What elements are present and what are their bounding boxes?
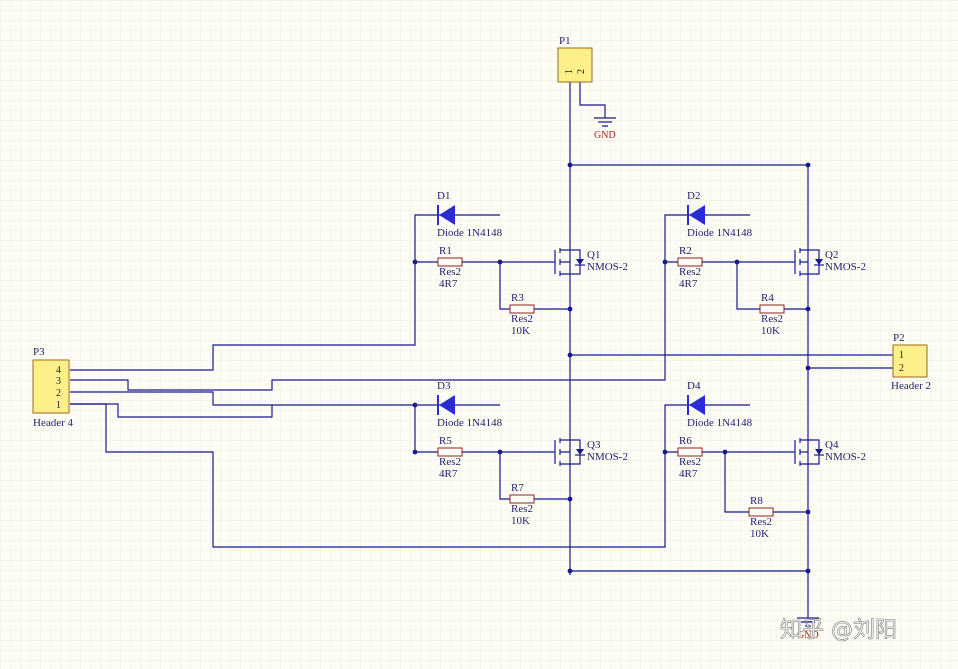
diode-d4[interactable]: D4 Diode 1N4148 (687, 380, 753, 429)
q2-designator: Q2 (825, 249, 838, 261)
p2-comment: Header 2 (891, 380, 931, 392)
q1-designator: Q1 (587, 249, 600, 261)
connector-p1[interactable]: P1 1 2 (557, 35, 593, 83)
p2-pin-2: 2 (899, 363, 904, 374)
junction-dots (412, 162, 811, 574)
resistor-r1[interactable]: R1 Res2 4R7 (437, 245, 463, 290)
r1-type: Res2 (439, 266, 461, 278)
mosfet-q3[interactable]: Q3 NMOS-2 (554, 438, 628, 466)
p3-pin-4: 4 (56, 365, 61, 376)
r4-designator: R4 (761, 292, 774, 304)
connector-p3[interactable]: P3 4 3 2 1 Header 4 (32, 346, 74, 429)
p3-pin-1: 1 (56, 400, 61, 411)
r7-type: Res2 (511, 503, 533, 515)
p3-pin-3: 3 (56, 376, 61, 387)
r3-designator: R3 (511, 292, 524, 304)
r5-value: 4R7 (439, 468, 458, 480)
resistor-r3[interactable]: R3 Res2 10K (509, 292, 535, 337)
p3-comment: Header 4 (33, 417, 74, 429)
r6-type: Res2 (679, 456, 701, 468)
q4-comment: NMOS-2 (825, 451, 866, 463)
p1-designator: P1 (559, 35, 571, 47)
resistor-r4[interactable]: R4 Res2 10K (759, 292, 785, 337)
p2-pin-1: 1 (899, 350, 904, 361)
r8-value: 10K (750, 528, 769, 540)
q3-designator: Q3 (587, 439, 601, 451)
r4-type: Res2 (761, 313, 783, 325)
wires (70, 82, 895, 618)
p2-designator: P2 (893, 332, 905, 344)
r6-designator: R6 (679, 435, 692, 447)
r6-value: 4R7 (679, 468, 698, 480)
d2-designator: D2 (687, 190, 700, 202)
r5-type: Res2 (439, 456, 461, 468)
p3-designator: P3 (33, 346, 45, 358)
mosfet-q4[interactable]: Q4 NMOS-2 (794, 438, 866, 466)
r8-type: Res2 (750, 516, 772, 528)
resistor-r7[interactable]: R7 Res2 10K (509, 482, 535, 527)
gnd-label-bottom: GND (797, 630, 819, 641)
p3-pin-2: 2 (56, 388, 61, 399)
gnd-symbol-top: GND (594, 117, 616, 141)
mosfet-q2[interactable]: Q2 NMOS-2 (794, 248, 866, 276)
mosfet-q1[interactable]: Q1 NMOS-2 (554, 248, 628, 276)
q4-designator: Q4 (825, 439, 839, 451)
r7-designator: R7 (511, 482, 524, 494)
r3-type: Res2 (511, 313, 533, 325)
q3-comment: NMOS-2 (587, 451, 628, 463)
resistor-r8[interactable]: R8 Res2 10K (748, 495, 774, 540)
connector-p2[interactable]: P2 1 2 Header 2 (891, 332, 931, 392)
d1-designator: D1 (437, 190, 450, 202)
r3-value: 10K (511, 325, 530, 337)
r2-designator: R2 (679, 245, 692, 257)
watermark: 知乎 @刘阳 (780, 618, 897, 643)
r1-value: 4R7 (439, 278, 458, 290)
diode-d3[interactable]: D3 Diode 1N4148 (437, 380, 503, 429)
r8-designator: R8 (750, 495, 763, 507)
gnd-symbol-bottom: GND (797, 617, 819, 641)
p1-pin-1: 1 (564, 69, 575, 74)
r2-value: 4R7 (679, 278, 698, 290)
r5-designator: R5 (439, 435, 452, 447)
gnd-label-top: GND (594, 130, 616, 141)
r7-value: 10K (511, 515, 530, 527)
d3-designator: D3 (437, 380, 451, 392)
d3-comment: Diode 1N4148 (437, 417, 503, 429)
p1-pin-2: 2 (576, 69, 587, 74)
r1-designator: R1 (439, 245, 452, 257)
resistor-r2[interactable]: R2 Res2 4R7 (677, 245, 703, 290)
q1-comment: NMOS-2 (587, 261, 628, 273)
d2-comment: Diode 1N4148 (687, 227, 753, 239)
r2-type: Res2 (679, 266, 701, 278)
q2-comment: NMOS-2 (825, 261, 866, 273)
d4-comment: Diode 1N4148 (687, 417, 753, 429)
r4-value: 10K (761, 325, 780, 337)
diode-d2[interactable]: D2 Diode 1N4148 (687, 190, 753, 239)
resistor-r6[interactable]: R6 Res2 4R7 (677, 435, 703, 480)
diode-d1[interactable]: D1 Diode 1N4148 (437, 190, 503, 239)
d4-designator: D4 (687, 380, 701, 392)
d1-comment: Diode 1N4148 (437, 227, 503, 239)
resistor-r5[interactable]: R5 Res2 4R7 (437, 435, 463, 480)
